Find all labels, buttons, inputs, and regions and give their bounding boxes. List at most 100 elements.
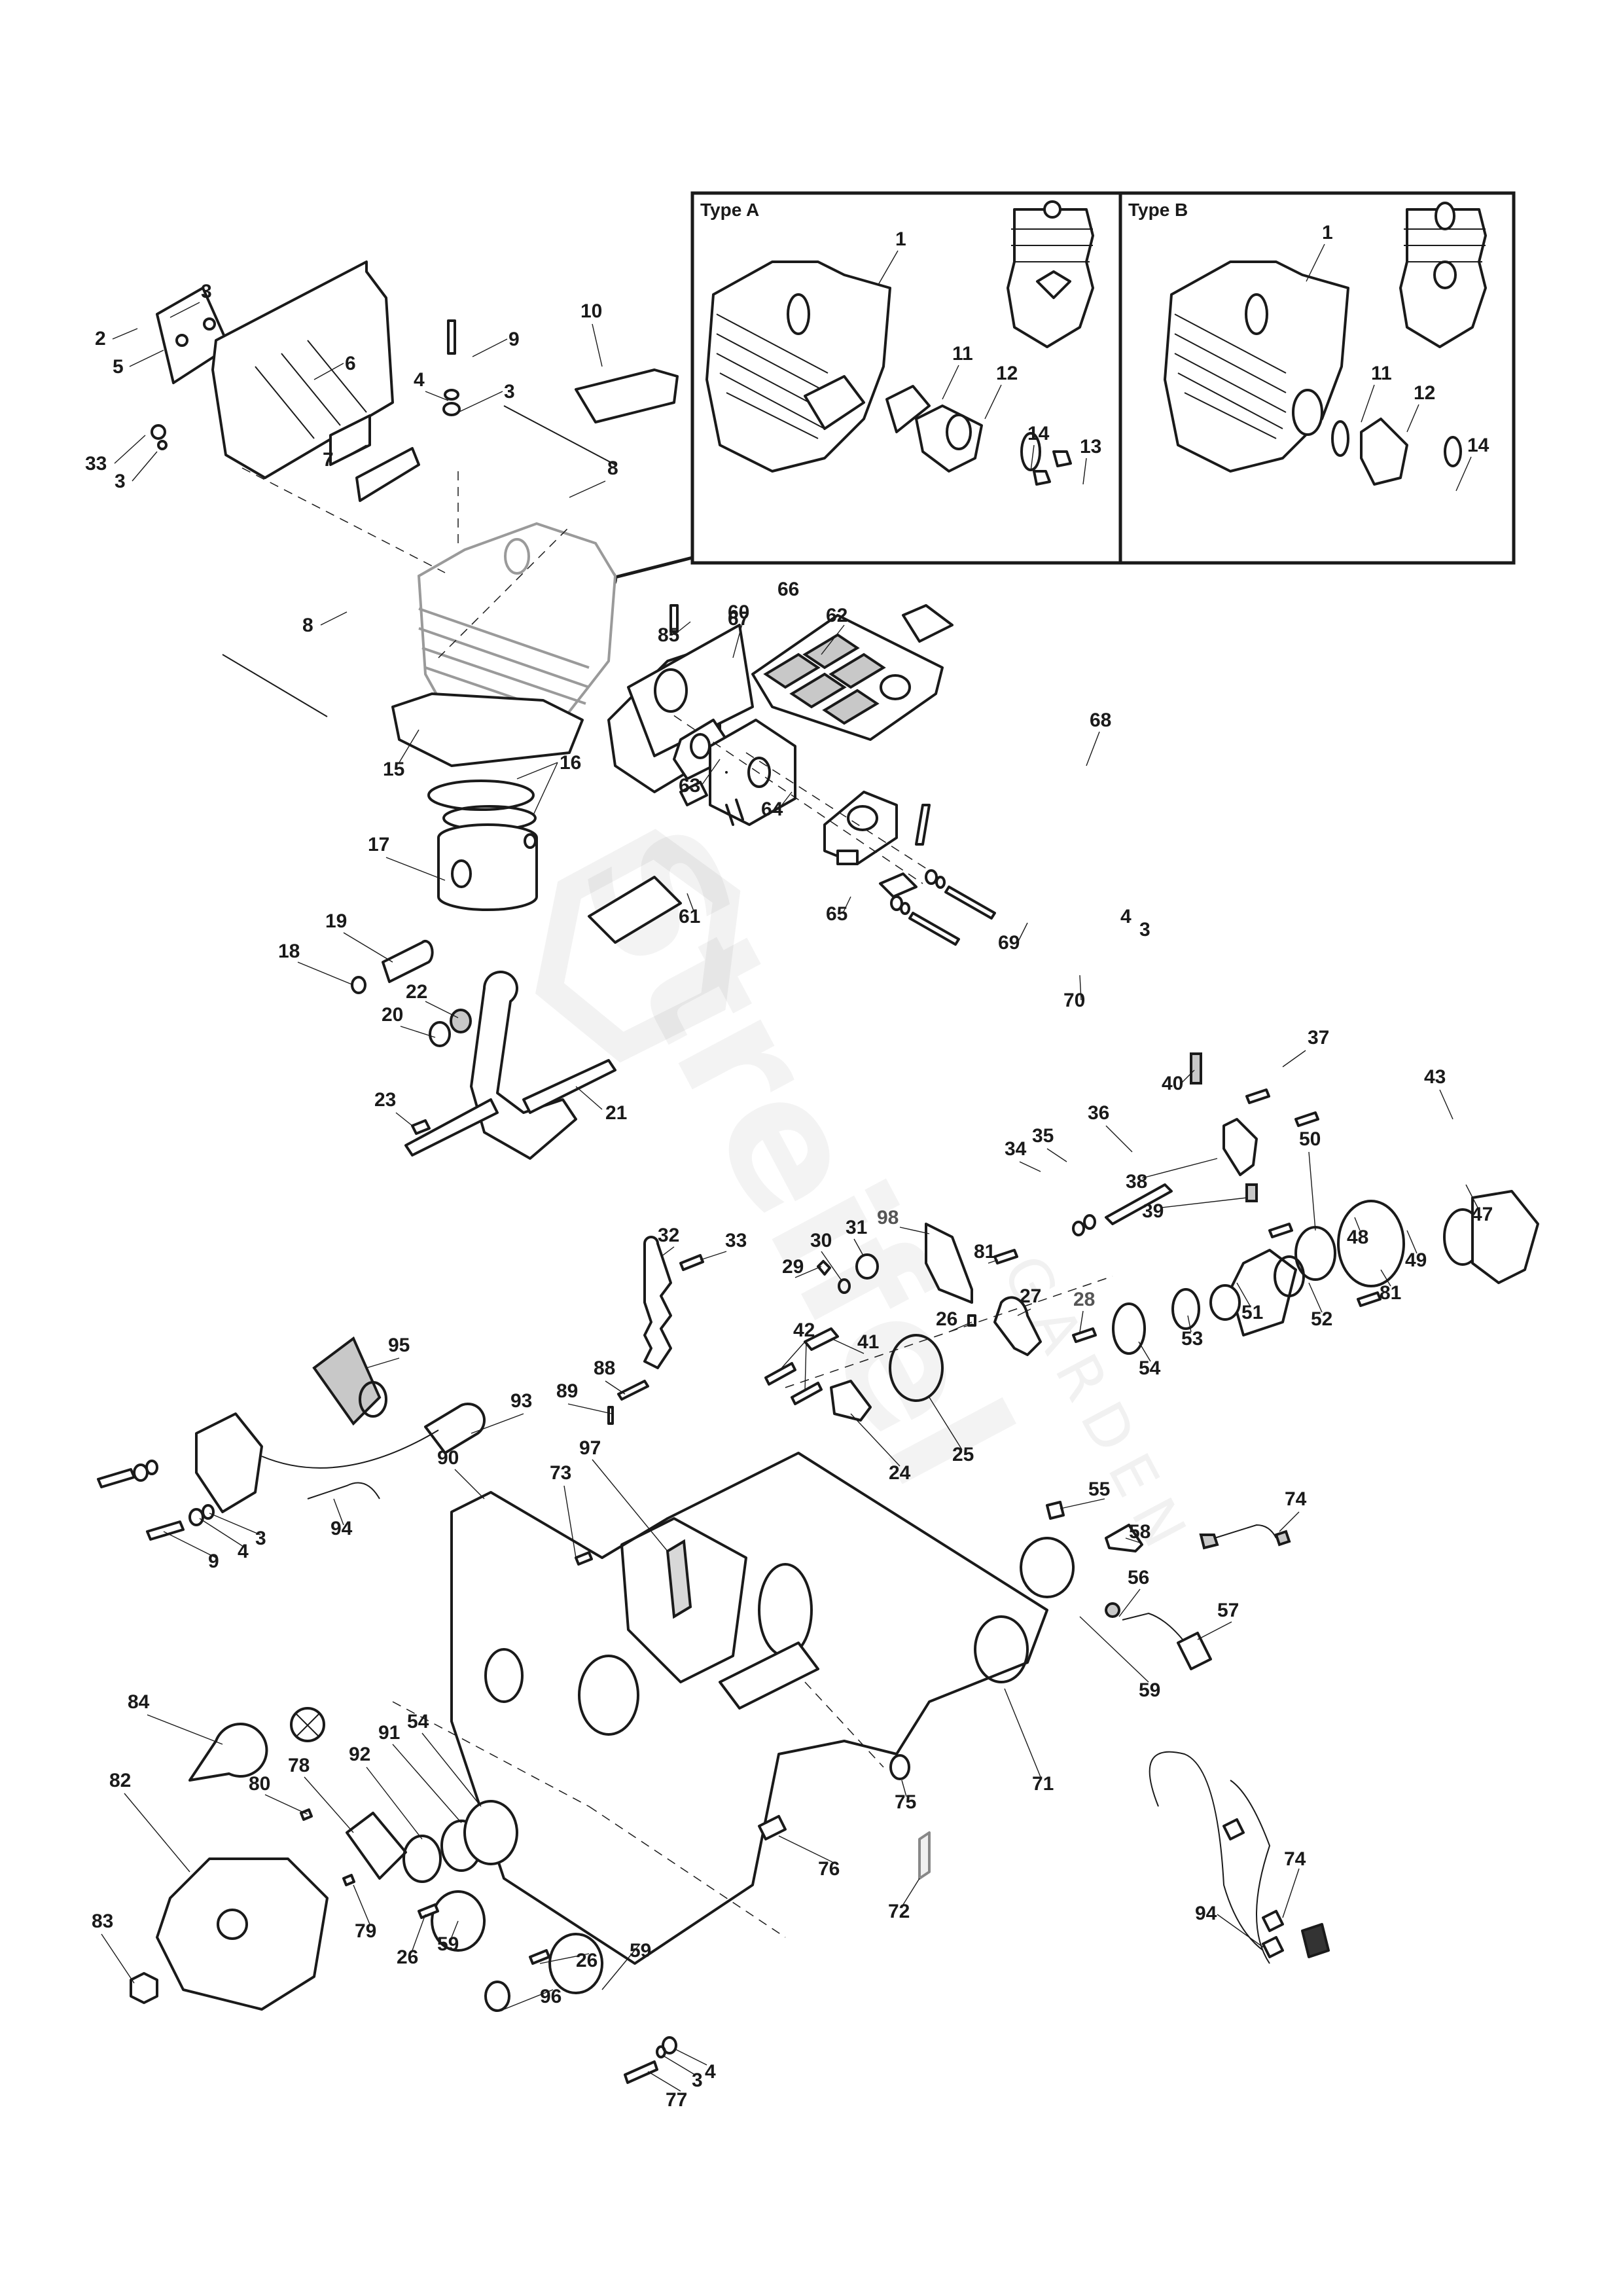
oil-pump bbox=[1222, 1118, 1258, 1176]
callout-37: 37 bbox=[1308, 1027, 1329, 1049]
callout-39: 39 bbox=[1142, 1200, 1164, 1222]
callout-66: 66 bbox=[777, 579, 799, 600]
chain-catcher-27 bbox=[993, 1296, 1042, 1356]
callout-51: 51 bbox=[1241, 1302, 1263, 1323]
seal-25 bbox=[889, 1334, 944, 1402]
callout-2: 2 bbox=[95, 328, 106, 350]
stud-68 bbox=[915, 804, 931, 846]
carburetor bbox=[709, 719, 796, 826]
type-a-title: Type A bbox=[700, 200, 759, 220]
leader-lines bbox=[101, 302, 1478, 2092]
gasket-97 bbox=[666, 1539, 692, 1619]
callout-22: 22 bbox=[406, 981, 427, 1003]
callout-70: 70 bbox=[1063, 990, 1085, 1011]
variant-inset: Type A Type B bbox=[597, 191, 1516, 589]
callout-58: 58 bbox=[1129, 1521, 1150, 1543]
callout-97: 97 bbox=[579, 1437, 601, 1459]
callout-25: 25 bbox=[952, 1444, 974, 1465]
type-a-cylinder bbox=[705, 200, 1094, 486]
callout-28: 28 bbox=[1073, 1289, 1095, 1310]
callout-59: 59 bbox=[437, 1933, 459, 1955]
callout-76: 76 bbox=[818, 1858, 840, 1880]
callout-85: 85 bbox=[658, 624, 679, 646]
callout-96: 96 bbox=[540, 1986, 562, 2007]
callout-26: 26 bbox=[576, 1950, 597, 1971]
callout-30: 30 bbox=[810, 1230, 832, 1251]
callout-26: 26 bbox=[936, 1308, 957, 1330]
bottom-bolt-group bbox=[624, 2036, 677, 2084]
callout-4: 4 bbox=[238, 1541, 249, 1562]
clutch-group bbox=[1072, 1052, 1539, 1355]
callout-18: 18 bbox=[278, 941, 300, 962]
callout-23: 23 bbox=[374, 1089, 396, 1111]
callout-95: 95 bbox=[388, 1335, 410, 1356]
callout-94: 94 bbox=[1195, 1903, 1217, 1924]
foam-69 bbox=[879, 872, 918, 898]
callout-73: 73 bbox=[550, 1462, 571, 1484]
type-b-label-14: 14 bbox=[1467, 435, 1489, 456]
callout-54: 54 bbox=[407, 1711, 429, 1732]
callout-3: 3 bbox=[504, 381, 515, 403]
callout-21: 21 bbox=[605, 1102, 627, 1124]
bolt-77 bbox=[624, 2060, 658, 2084]
callout-65: 65 bbox=[826, 903, 847, 925]
callout-19: 19 bbox=[325, 910, 347, 932]
callout-59: 59 bbox=[630, 1940, 651, 1962]
muffler-body bbox=[211, 260, 394, 479]
callout-55: 55 bbox=[1088, 1479, 1110, 1500]
cylinder-gasket bbox=[391, 692, 584, 767]
inset-connector-line bbox=[607, 556, 693, 581]
spike-bumper-32 bbox=[643, 1236, 672, 1369]
muffler-group bbox=[151, 260, 679, 767]
callout-57: 57 bbox=[1217, 1600, 1239, 1621]
bearing-54 bbox=[1112, 1302, 1146, 1355]
callout-71: 71 bbox=[1032, 1773, 1054, 1795]
callout-74: 74 bbox=[1284, 1848, 1306, 1870]
callout-35: 35 bbox=[1032, 1125, 1054, 1147]
callout-31: 31 bbox=[846, 1217, 867, 1238]
callout-48: 48 bbox=[1347, 1227, 1368, 1248]
callout-9: 9 bbox=[208, 1551, 219, 1572]
av-buffer-59a bbox=[1020, 1537, 1075, 1598]
carb-adapter bbox=[823, 791, 898, 865]
handle-bracket bbox=[719, 1641, 819, 1710]
callout-80: 80 bbox=[249, 1773, 270, 1795]
callout-38: 38 bbox=[1126, 1171, 1147, 1193]
callout-43: 43 bbox=[1424, 1066, 1446, 1088]
callout-15: 15 bbox=[383, 759, 404, 780]
intake-gasket-62 bbox=[627, 624, 754, 757]
type-a-label-1: 1 bbox=[895, 228, 906, 250]
callout-32: 32 bbox=[658, 1225, 679, 1246]
callout-79: 79 bbox=[355, 1920, 376, 1942]
flywheel-group bbox=[130, 1707, 604, 2012]
carburetor-group bbox=[588, 604, 996, 946]
callout-62: 62 bbox=[826, 605, 847, 626]
type-a-label-13: 13 bbox=[1080, 436, 1101, 457]
callout-20: 20 bbox=[382, 1004, 403, 1026]
piston-pin bbox=[382, 940, 434, 983]
callout-54: 54 bbox=[1139, 1357, 1161, 1379]
type-b-label-12: 12 bbox=[1414, 382, 1435, 404]
filter-nut bbox=[902, 604, 954, 643]
oil-hose-40 bbox=[1190, 1052, 1202, 1085]
muffler-gasket bbox=[355, 447, 420, 502]
callout-49: 49 bbox=[1405, 1249, 1427, 1271]
callout-59: 59 bbox=[1139, 1679, 1160, 1701]
callout-78: 78 bbox=[288, 1755, 310, 1776]
callout-60: 60 bbox=[728, 601, 749, 623]
type-b-thumbnail bbox=[1399, 202, 1487, 348]
type-b-cylinder bbox=[1164, 202, 1487, 486]
callout-8: 8 bbox=[302, 615, 313, 636]
callout-7: 7 bbox=[323, 449, 334, 471]
callout-61: 61 bbox=[679, 906, 700, 927]
callout-94: 94 bbox=[330, 1518, 353, 1539]
mid-parts-group bbox=[643, 1223, 1097, 1422]
clutch-43 bbox=[1471, 1190, 1539, 1284]
callout-53: 53 bbox=[1181, 1328, 1203, 1350]
ignition-group bbox=[97, 1336, 649, 1541]
ignition-coil bbox=[195, 1412, 263, 1513]
callout-74: 74 bbox=[1285, 1488, 1307, 1510]
callout-50: 50 bbox=[1299, 1128, 1321, 1150]
callout-67: 67 bbox=[728, 608, 749, 630]
spark-plug-cap-93 bbox=[424, 1403, 486, 1454]
